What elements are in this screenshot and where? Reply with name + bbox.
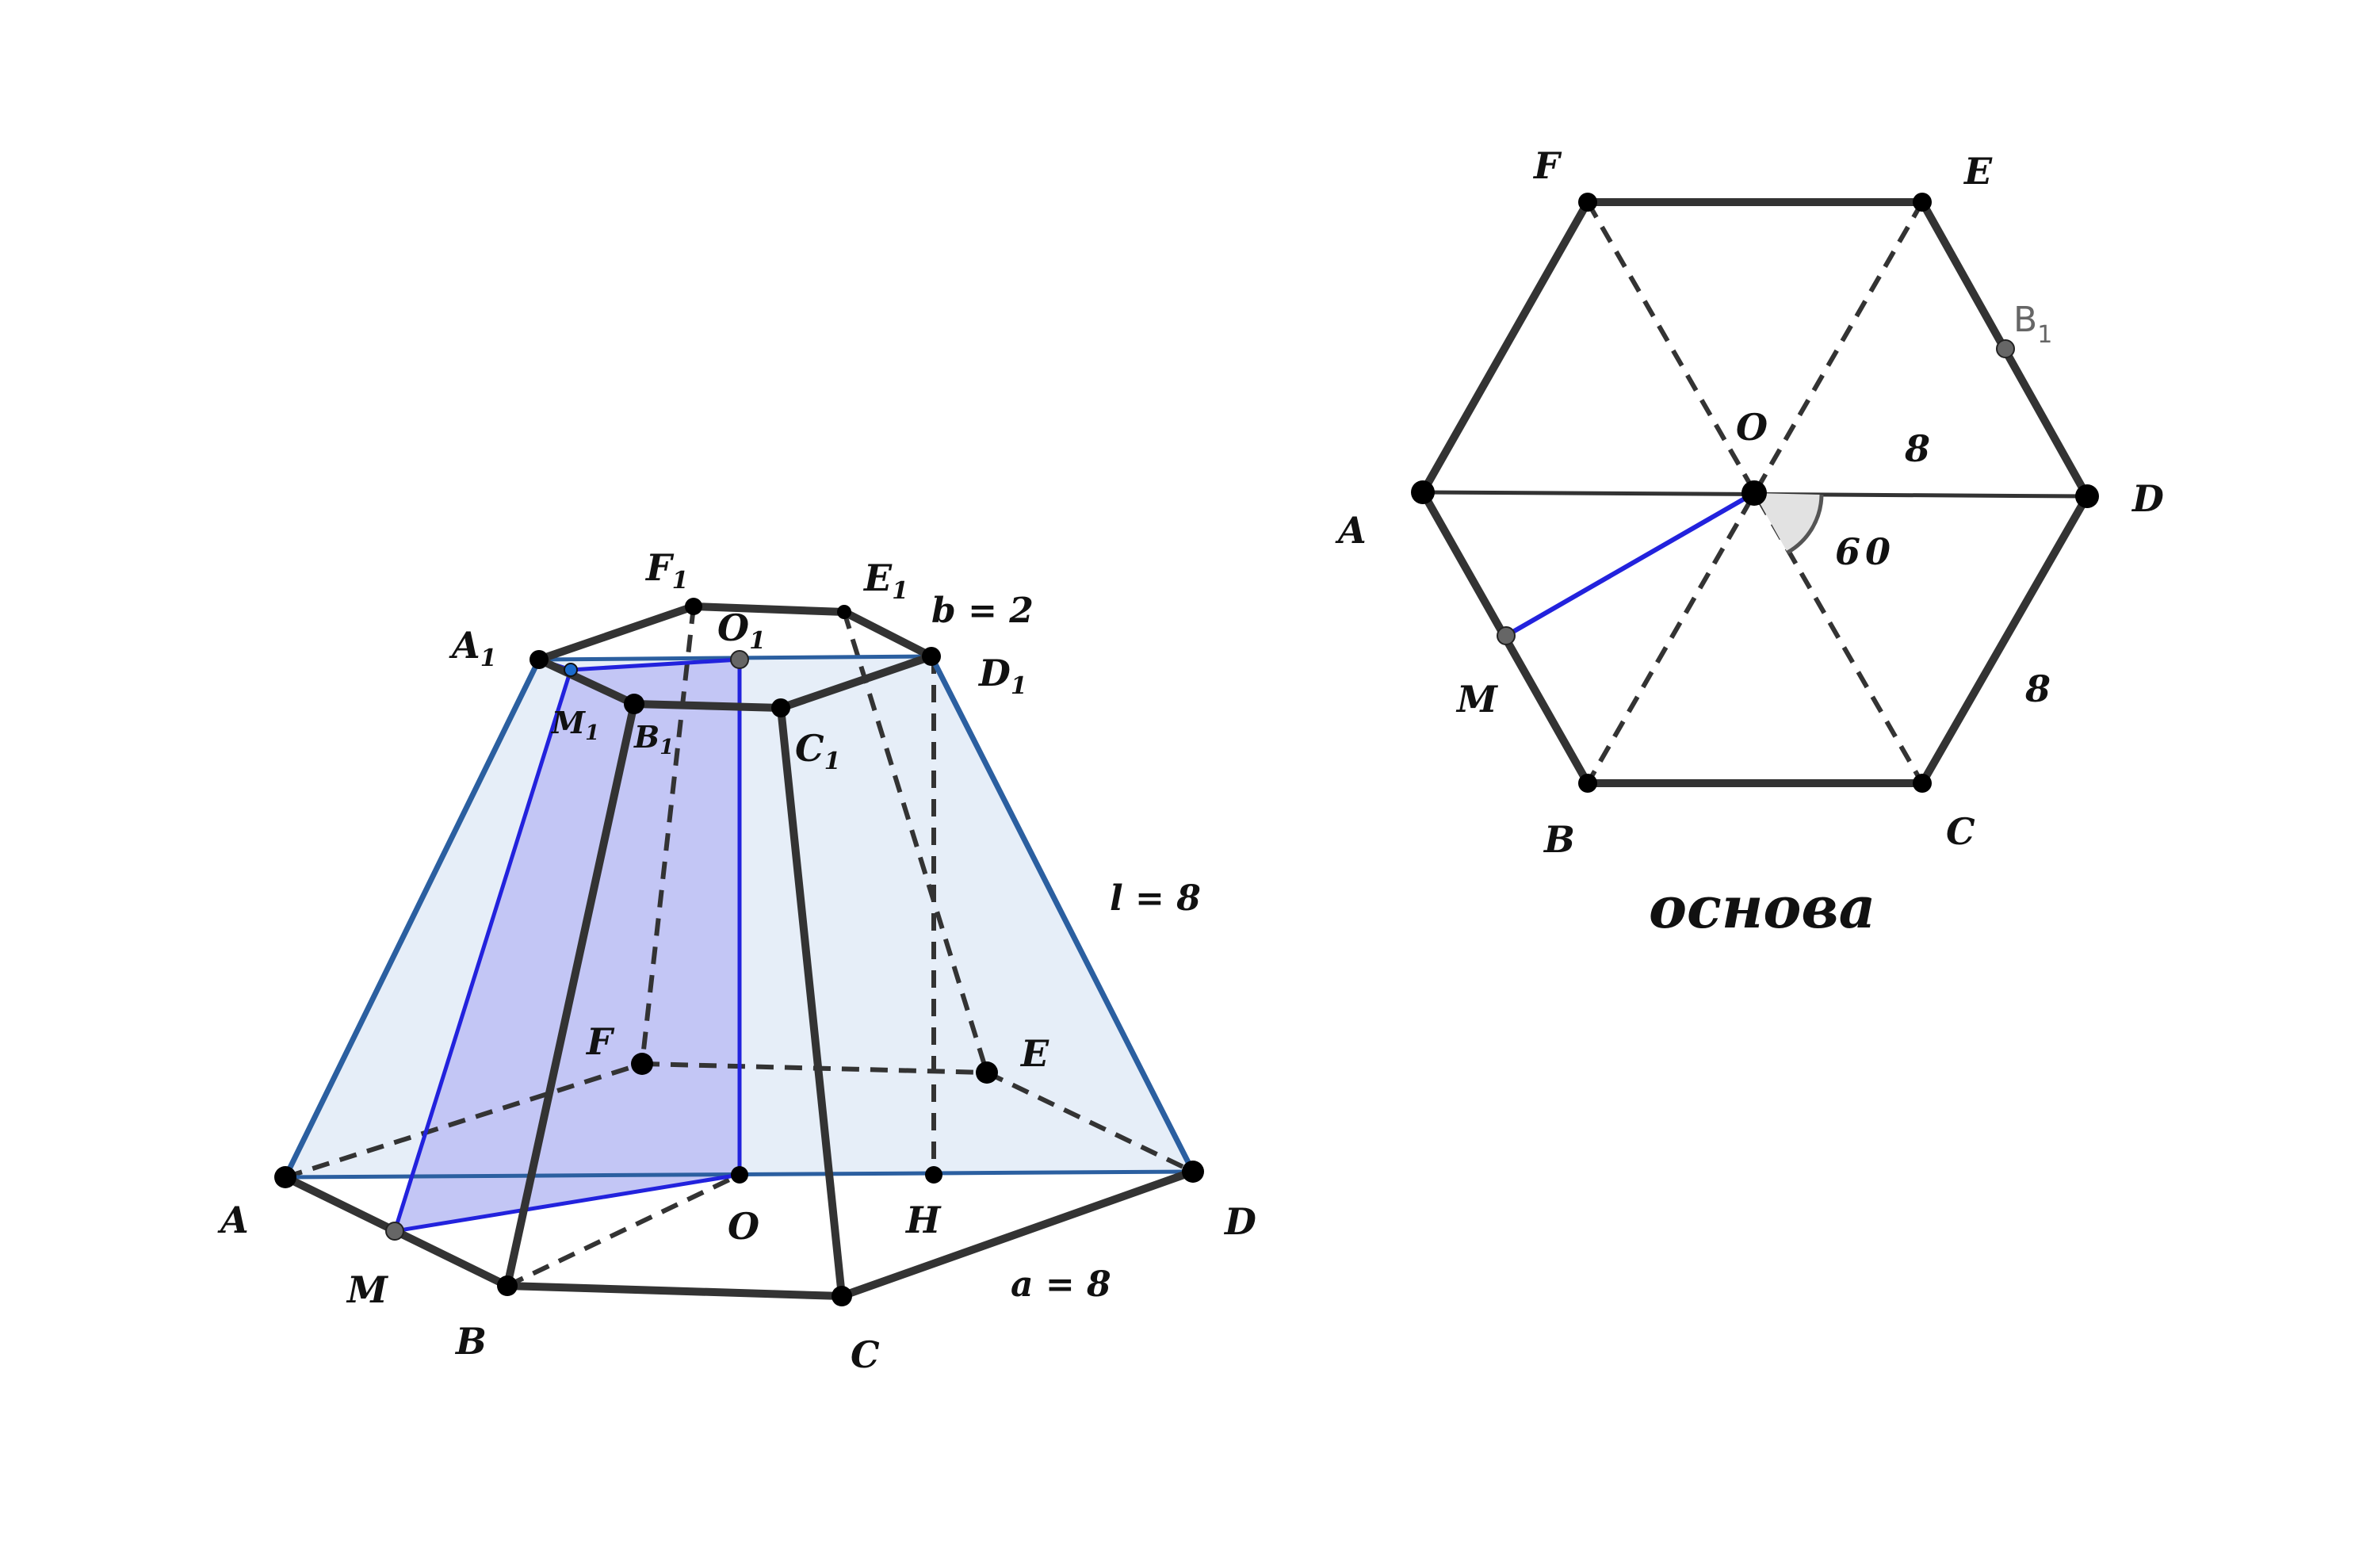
frustum-labels: A M B C D E F O H A1 M1 B1 C1 D1 E1 F1 O… [217,546,1256,1376]
param-l: l = 8 [1110,878,1201,919]
base-label-O: O [1736,406,1768,449]
point-F [631,1053,653,1075]
label-A1: A1 [449,624,497,672]
label-B1: B1 [633,719,674,759]
base-label-E: E [1963,150,1993,193]
base-hexagon-figure: F E A D B C O M B1 8 8 60 основа [1335,144,2164,941]
point-H [925,1166,942,1184]
base-label-D: D [2131,477,2164,520]
base-label-B: B [1543,818,1575,861]
angle-60-marker [1754,493,1822,553]
point-C [832,1286,852,1306]
point-O [731,1166,748,1184]
base-point-D [2075,484,2099,508]
base-point-A [1411,480,1435,504]
point-F1 [685,598,702,615]
base-label-M: M [1455,678,1499,721]
base-point-B [1578,774,1597,793]
label-C: C [851,1333,880,1376]
frustum-points [274,598,1204,1306]
label-C1: C1 [795,727,841,775]
label-H: H [904,1199,942,1241]
section-face-mo [395,660,740,1231]
base-label-B1: B1 [2013,300,2052,349]
point-E1 [837,605,851,619]
point-M1 [564,663,578,677]
base-point-M [1497,626,1516,645]
point-A1 [530,650,549,669]
base-point-E [1913,193,1932,212]
base-point-O [1741,480,1767,506]
base-side-label-1: 8 [1904,427,1930,470]
base-label-A: A [1335,509,1367,552]
label-E: E [1019,1032,1049,1075]
point-B [497,1275,518,1296]
base-label-C: C [1946,810,1975,853]
frustum-figure: A M B C D E F O H A1 M1 B1 C1 D1 E1 F1 O… [217,546,1256,1376]
base-label-F: F [1532,144,1562,187]
label-O1: O1 [717,606,766,655]
point-C1 [771,698,790,717]
label-D: D [1223,1200,1256,1243]
point-E [976,1061,998,1084]
label-E1: E1 [862,556,908,605]
base-diagonals [1585,201,1925,785]
label-B: B [454,1320,487,1363]
base-point-B1 [1996,339,2015,358]
base-caption: основа [1649,874,1875,941]
point-M [385,1222,404,1241]
point-D [1182,1161,1204,1183]
base-side-label-2: 8 [2024,667,2051,710]
label-A: A [217,1199,249,1241]
point-D1 [922,647,941,666]
label-M: M [346,1268,389,1311]
label-F: F [585,1020,615,1063]
label-M1: M1 [550,705,599,745]
label-O: O [728,1205,759,1248]
param-a: a = 8 [1011,1264,1111,1305]
base-point-C [1913,774,1932,793]
label-F1: F1 [644,546,689,595]
label-D1: D1 [977,652,1027,700]
param-b: b = 2 [931,591,1034,631]
angle-60-arc [1786,494,1824,555]
base-angle-label: 60 [1835,530,1895,573]
point-A [274,1166,296,1188]
point-B1 [624,694,644,714]
base-point-F [1578,193,1597,212]
segment-om [1504,491,1756,638]
point-O1 [730,650,749,669]
